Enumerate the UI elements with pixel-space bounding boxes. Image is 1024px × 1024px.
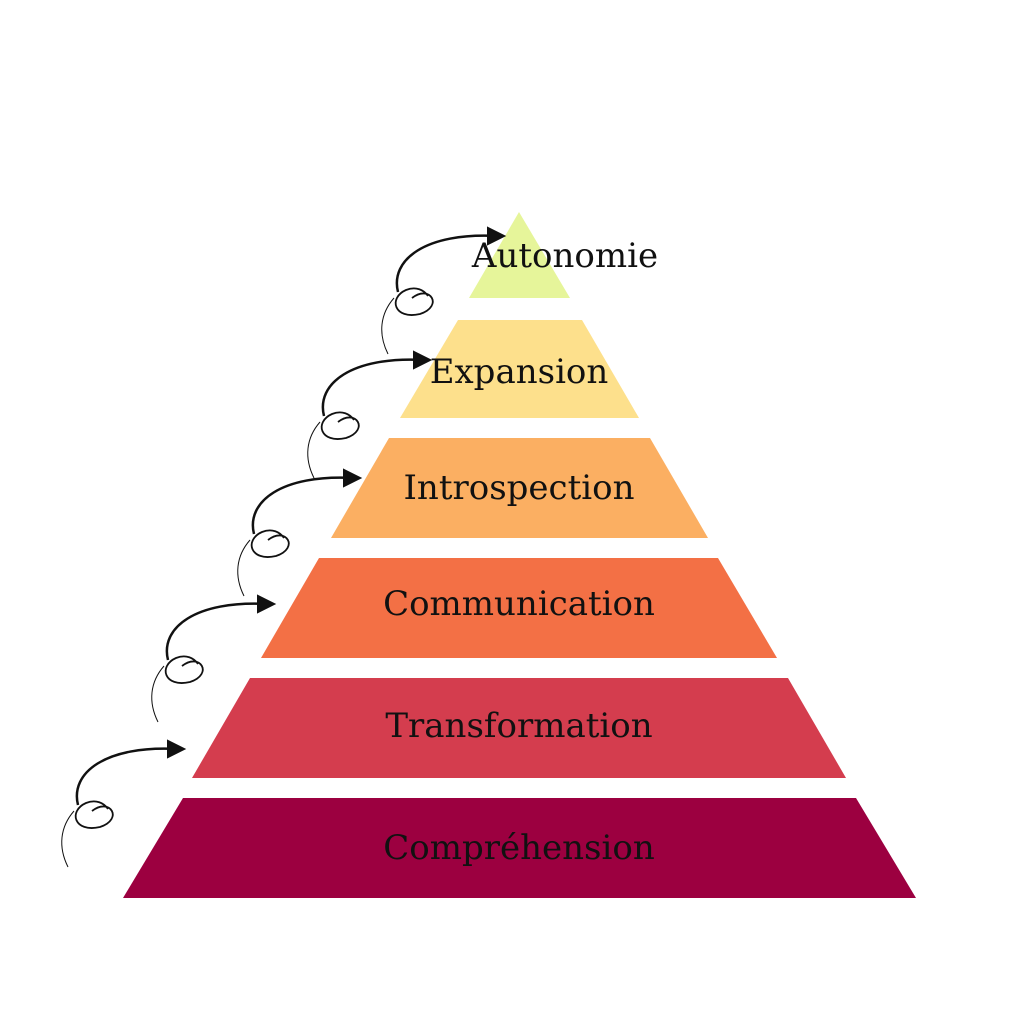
tier-shape-transformation	[192, 678, 846, 778]
curly-arrow-icon	[237, 468, 363, 597]
tier-shape-comprehension	[123, 798, 916, 898]
curly-arrow-icon	[61, 739, 187, 868]
tier-shape-autonomie	[469, 212, 570, 298]
tier-shape-expansion	[400, 320, 639, 418]
curly-arrow-icon	[381, 226, 507, 355]
curly-arrow-icon	[307, 350, 433, 479]
tier-label-introspection: Introspection	[404, 468, 635, 508]
tier-label-communication: Communication	[383, 584, 655, 624]
curly-arrow-icon	[151, 594, 277, 723]
tier-shape-introspection	[331, 438, 708, 538]
tier-shape-communication	[261, 558, 777, 658]
tier-label-expansion: Expansion	[430, 352, 609, 392]
tier-label-transformation: Transformation	[385, 706, 652, 746]
tier-label-autonomie: Autonomie	[471, 236, 658, 276]
tier-label-comprehension: Compréhension	[383, 828, 654, 868]
